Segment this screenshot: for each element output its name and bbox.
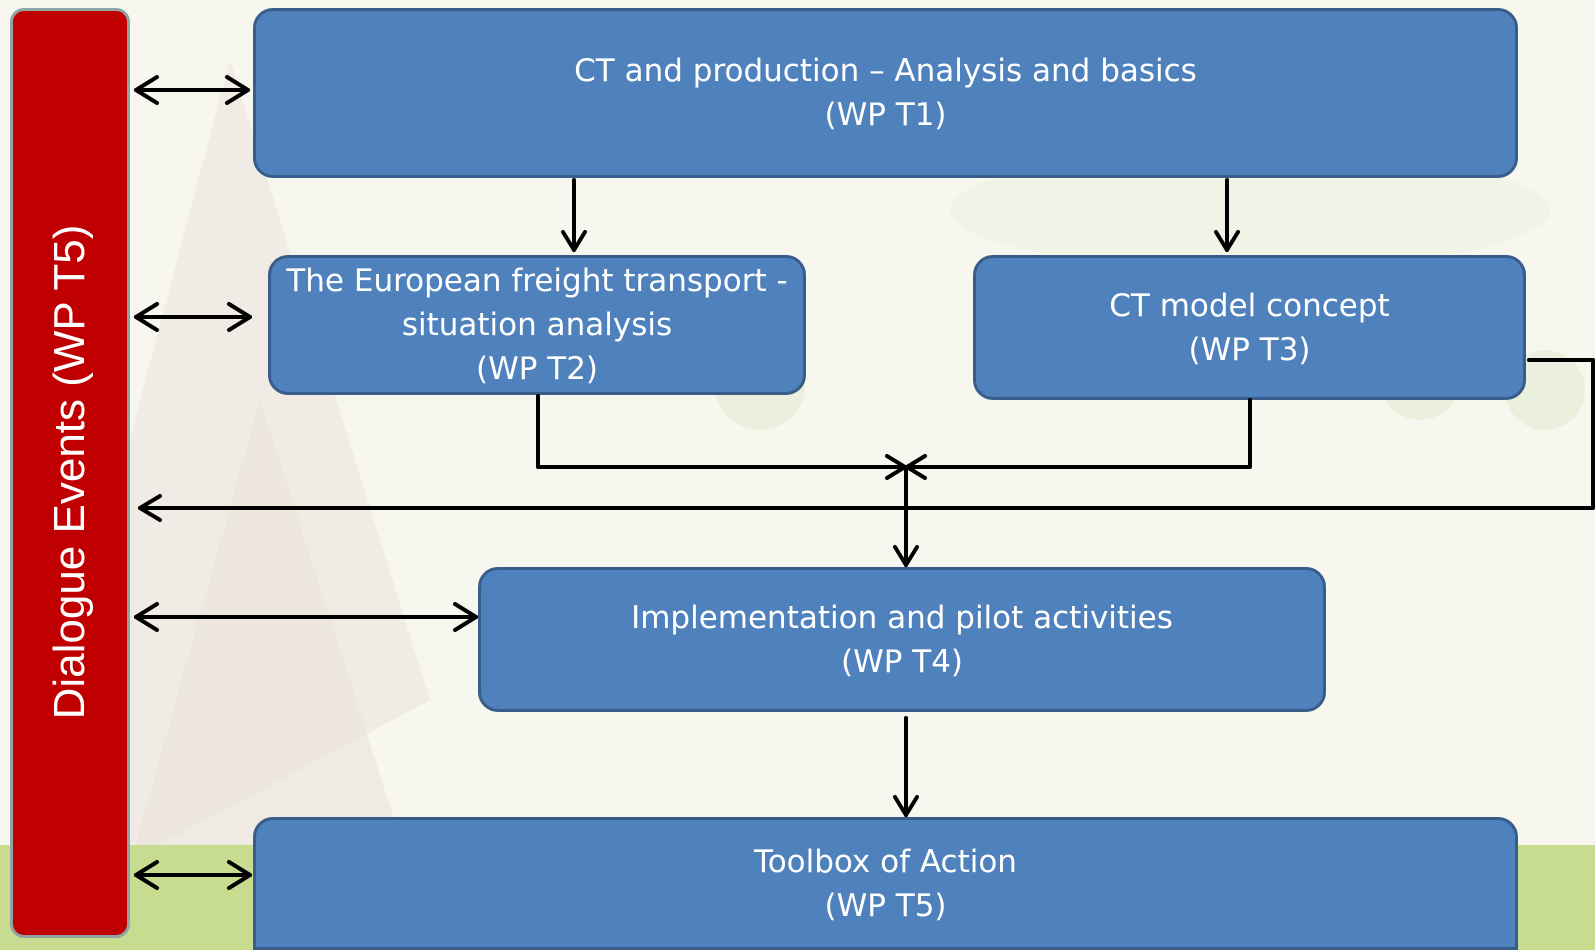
arrow-merge-t4 <box>893 465 919 567</box>
wp-t1-code: (WP T1) <box>824 97 947 133</box>
arrow-dialogue-t4 <box>134 602 478 632</box>
dialogue-events-bar <box>10 8 130 938</box>
wp-t2-title-line2: situation analysis <box>401 307 673 343</box>
wp-t2-box: The European freight transport - situati… <box>268 255 806 395</box>
wp-t5-code: (WP T5) <box>824 887 947 924</box>
arrow-t1-t2 <box>561 178 587 252</box>
wp-t4-title: Implementation and pilot activities <box>631 599 1173 636</box>
arrow-t3-merge <box>905 398 1252 480</box>
wp-t5-box: Toolbox of Action (WP T5) <box>253 817 1518 950</box>
arrow-dialogue-t5 <box>134 860 252 890</box>
arrow-t3-dialogue-feedback <box>138 358 1595 522</box>
arrow-dialogue-t2 <box>134 302 252 332</box>
wp-t3-code: (WP T3) <box>1188 331 1311 368</box>
arrow-t1-t3 <box>1214 178 1240 252</box>
arrow-dialogue-t1 <box>134 75 250 105</box>
wp-t2-code: (WP T2) <box>475 351 599 387</box>
arrow-t4-t5 <box>893 716 919 817</box>
arrow-t2-merge <box>536 394 907 480</box>
wp-t1-title: CT and production – Analysis and basics <box>574 53 1197 89</box>
wp-t3-box: CT model concept (WP T3) <box>973 255 1526 400</box>
wp-t2-title-line1: The European freight transport - <box>286 263 788 299</box>
wp-t4-code: (WP T4) <box>840 643 964 680</box>
wp-t4-box: Implementation and pilot activities (WP … <box>478 567 1326 712</box>
wp-t1-box: CT and production – Analysis and basics … <box>253 8 1518 178</box>
wp-t3-title: CT model concept <box>1109 287 1390 324</box>
wp-t5-title: Toolbox of Action <box>754 843 1017 880</box>
